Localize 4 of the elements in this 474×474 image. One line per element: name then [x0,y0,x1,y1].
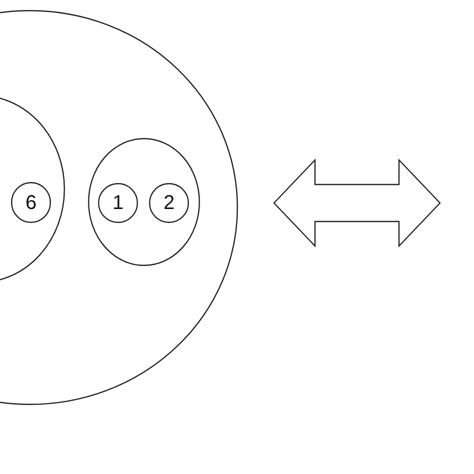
numbered-circle: 2 [149,183,189,223]
numbered-circle: 6 [11,182,51,223]
numbered-circle: 1 [98,183,138,223]
ellipse-region [88,138,200,266]
